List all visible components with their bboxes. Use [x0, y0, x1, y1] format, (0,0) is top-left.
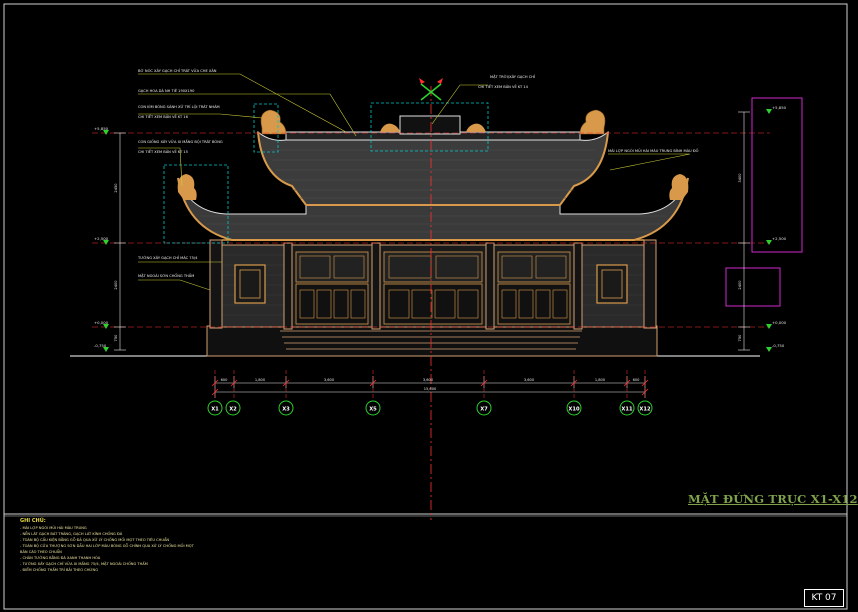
level-markers [103, 109, 772, 352]
door-set-center [383, 251, 483, 325]
center-axis-flags [419, 78, 443, 84]
upper-roof-edge [257, 131, 609, 206]
right-wall-ornament-inner [601, 269, 623, 299]
note-line: - TƯỜNG XÂY GẠCH CHỈ VỮA XI MĂNG 75/4, M… [20, 562, 148, 566]
annotation-label: MẶT NGOÀI SƠN CHỐNG THẤM [138, 273, 194, 278]
elevation-label-left: +5,850 [94, 126, 109, 131]
left-eave-ornament [177, 174, 197, 200]
notes-heading: GHI CHÚ: [20, 518, 46, 524]
grid-axis-label: X12 [639, 407, 651, 413]
grid-axis-label: X5 [369, 407, 377, 413]
horizontal-dimension: 3,600 [524, 378, 535, 382]
left-wall-ornament-panel [234, 264, 266, 304]
horizontal-dimension: 600 [633, 378, 641, 382]
annotation-label: CHI TIẾT XEM BẢN VẼ KT 16 [138, 113, 189, 119]
note-line: - ĐIỂM CHỐNG THẤM TRÍ BẢI THEO CHỨNG [20, 568, 98, 572]
grid-axis-label: X11 [621, 407, 633, 413]
annotation-label: CHI TIẾT XEM BẢN VẼ KT 15 [138, 148, 188, 154]
right-wall-ornament-panel [596, 264, 628, 304]
grid-axis-label: X3 [282, 407, 290, 413]
note-line: BẢN CÁO THEO CHUẨN [20, 550, 62, 554]
horizontal-dimension: 1,800 [255, 378, 266, 382]
door-set-left [295, 251, 369, 325]
right-eave-ornament [669, 174, 689, 200]
left-ridge-dragon [260, 109, 287, 135]
plinth [206, 325, 658, 357]
magenta-box-lower [725, 267, 781, 307]
door-set-right [497, 251, 571, 325]
drawing-border [3, 3, 848, 610]
annotation-label: BỜ NÓC XÂY GẠCH CHỈ TRÁT VỮA CHE XÂN [138, 68, 217, 73]
annotation-label: CON KÌM BÓNG SÀNH XỬ TRÍ LỘI TRÁT NHÁM [138, 104, 220, 109]
vertical-dimension-left: 750 [114, 334, 118, 342]
drawing-title: MẶT ĐỨNG TRỤC X1-X12 [688, 492, 858, 506]
upper-roof [257, 130, 609, 206]
ridge-ornament-right [466, 123, 486, 132]
callout-boxes [163, 102, 489, 244]
vertical-dimension-left: 2400 [114, 280, 118, 290]
ridge-center-panel [399, 115, 461, 135]
grid-axis-label: X2 [229, 407, 237, 413]
left-dimension-chain [114, 132, 126, 351]
right-ridge-dragon [579, 109, 606, 135]
note-line: - MÁI LỢP NGÓI MŨI HÀI MÀU TRUNG [20, 526, 87, 530]
center-axis-marker [420, 83, 442, 101]
roof-tile-texture [200, 149, 666, 233]
annotation-label: GẠCH HOA DÁ NH TIÊ 190X190 [138, 88, 195, 93]
note-line: - TOÀN BỘ CỬA THƯỢNG SƠN DẦU HAI LỚP MÀU… [20, 544, 194, 548]
elevation-label-right: +0,000 [772, 320, 787, 325]
vertical-dimension-left: 2450 [114, 183, 118, 193]
grid-axis-label: X1 [211, 407, 219, 413]
ridge-ornament-left [380, 123, 400, 132]
elevation-label-right: -0,750 [772, 343, 785, 348]
horizontal-dimension: 1,800 [595, 378, 606, 382]
leader-lines [138, 73, 691, 291]
horizontal-dimension: 3,600 [423, 378, 434, 382]
column-x12 [643, 239, 657, 329]
elevation-label-right: +2,500 [772, 236, 787, 241]
overall-dimension: 15,600 [424, 387, 437, 391]
elevation-label-left: -0,750 [94, 343, 107, 348]
grid-axis-label: X7 [480, 407, 488, 413]
note-line: - NỀN LÁT GẠCH BÁT TRÀNG, GẠCH LÁT KÍNH … [20, 532, 123, 536]
vertical-dimension-right: 750 [738, 334, 742, 342]
horizontal-dimension: 3,600 [324, 378, 335, 382]
column-x1 [209, 239, 223, 329]
building-elevation [177, 109, 689, 357]
magenta-box-upper [751, 97, 803, 253]
horizontal-dimension: 600 [221, 378, 229, 382]
elevation-label-left: +2,500 [94, 236, 109, 241]
annotation-label: CHI TIẾT XEM BẢN VẼ KT 14 [478, 83, 529, 89]
annotation-label: MẶT TRỜI/XÂY GẠCH CHỈ [490, 74, 535, 79]
left-wall-ornament-inner [239, 269, 261, 299]
annotation-label: TƯỜNG XÂY GẠCH CHỈ MÁC 75/4 [137, 255, 198, 260]
vertical-dimension-right: 3400 [738, 173, 742, 183]
annotation-label: CON GIỐNG XÂY VỮA XI MĂNG BỘI TRÁT BÓNG [138, 139, 223, 144]
sheet-code: KT 07 [804, 589, 844, 607]
grid-axis-markers [207, 370, 653, 416]
note-line: - TOÀN BỘ CẤU KIỆN BẰNG GỖ ĐÃ QUA XỬ LÝ … [20, 538, 170, 542]
note-line: - CHÂN TƯỜNG BẰNG ĐÁ XANH THANH HÓA [20, 556, 101, 560]
vertical-dimension-right: 2400 [738, 280, 742, 290]
annotation-label: MÁI LỢP NGÓI MŨI HÀI MÀU TRUNG BÌNH MÀU … [608, 148, 699, 153]
elevation-label-right: +5,850 [772, 105, 787, 110]
elevation-label-left: +0,000 [94, 320, 109, 325]
general-notes: GHI CHÚ: - MÁI LỢP NGÓI MŨI HÀI MÀU TRUN… [20, 518, 420, 598]
right-dimension-chain [738, 111, 750, 351]
grid-axis-label: X10 [568, 407, 580, 413]
